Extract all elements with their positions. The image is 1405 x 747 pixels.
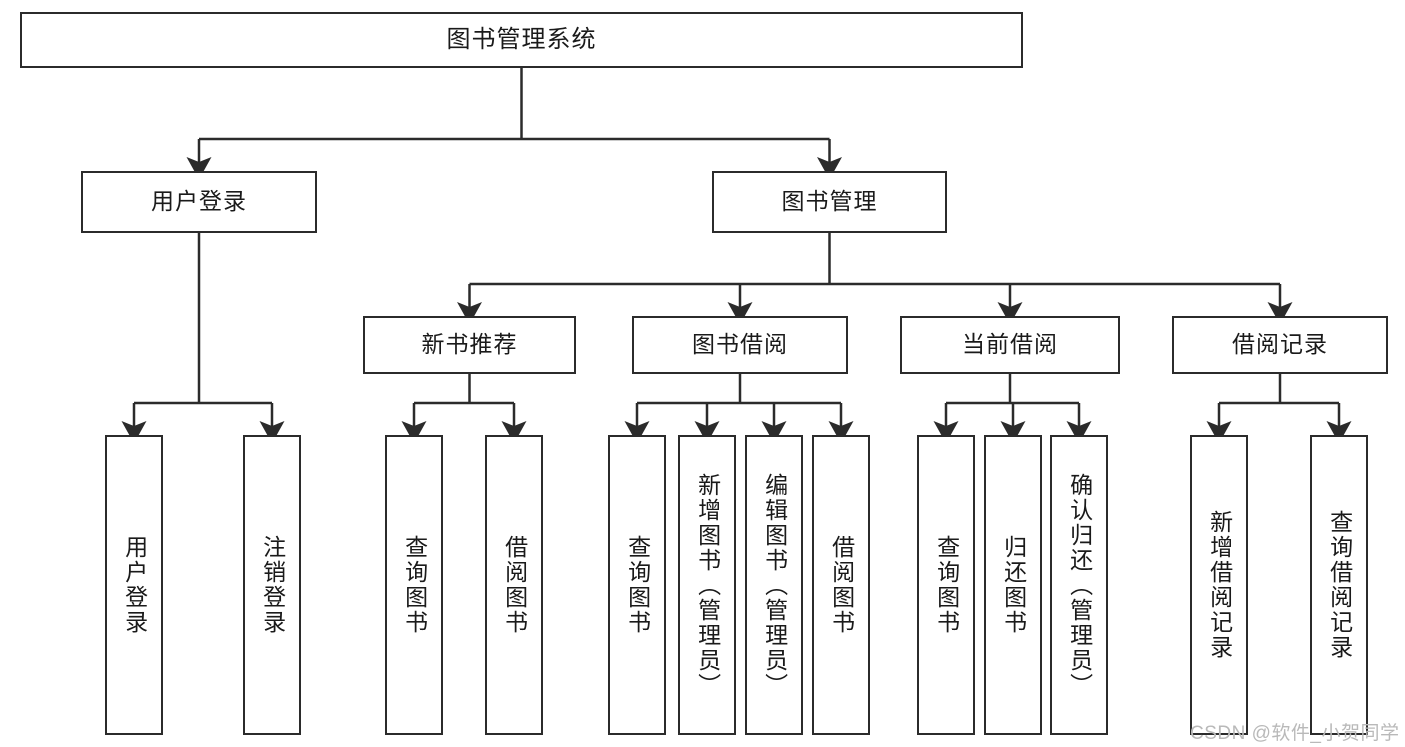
- node-label: 新增图书（管理员）: [694, 472, 721, 698]
- connector-lines: [121, 68, 1352, 444]
- node-label: 归还图书: [1000, 535, 1027, 635]
- node-label: 当前借阅: [962, 331, 1058, 358]
- node-leaf-query-book-2: 查询图书: [608, 435, 666, 735]
- node-l3-new-book-rec: 新书推荐: [363, 316, 576, 374]
- node-leaf-user-login: 用户登录: [105, 435, 163, 735]
- node-label: 借阅图书: [501, 535, 528, 635]
- node-leaf-logout: 注销登录: [243, 435, 301, 735]
- node-leaf-query-book-3: 查询图书: [917, 435, 975, 735]
- node-label: 借阅图书: [828, 535, 855, 635]
- node-label: 注销登录: [259, 535, 286, 635]
- node-root: 图书管理系统: [20, 12, 1023, 68]
- node-l3-loan-record: 借阅记录: [1172, 316, 1388, 374]
- node-label: 图书管理系统: [446, 25, 597, 53]
- node-leaf-add-book: 新增图书（管理员）: [678, 435, 736, 735]
- node-label: 编辑图书（管理员）: [761, 472, 788, 698]
- node-leaf-borrow-book-2: 借阅图书: [812, 435, 870, 735]
- node-label: 图书借阅: [692, 331, 788, 358]
- node-leaf-query-record: 查询借阅记录: [1310, 435, 1368, 735]
- node-leaf-query-book-1: 查询图书: [385, 435, 443, 735]
- node-label: 查询借阅记录: [1326, 510, 1353, 660]
- node-leaf-return-book: 归还图书: [984, 435, 1042, 735]
- node-l2-user-login: 用户登录: [81, 171, 317, 233]
- node-l3-book-borrow: 图书借阅: [632, 316, 848, 374]
- node-label: 新书推荐: [421, 331, 518, 358]
- node-label: 查询图书: [933, 535, 960, 635]
- node-label: 查询图书: [401, 535, 428, 635]
- node-leaf-edit-book: 编辑图书（管理员）: [745, 435, 803, 735]
- node-leaf-confirm-return: 确认归还（管理员）: [1050, 435, 1108, 735]
- node-leaf-add-record: 新增借阅记录: [1190, 435, 1248, 735]
- node-label: 借阅记录: [1232, 331, 1328, 358]
- node-label: 新增借阅记录: [1206, 510, 1233, 660]
- node-label: 图书管理: [781, 188, 878, 215]
- node-l3-current-loan: 当前借阅: [900, 316, 1120, 374]
- node-label: 用户登录: [151, 188, 247, 215]
- node-label: 用户登录: [121, 535, 148, 635]
- node-leaf-borrow-book-1: 借阅图书: [485, 435, 543, 735]
- node-l2-book-manage: 图书管理: [712, 171, 947, 233]
- node-label: 查询图书: [624, 535, 651, 635]
- node-label: 确认归还（管理员）: [1066, 472, 1093, 698]
